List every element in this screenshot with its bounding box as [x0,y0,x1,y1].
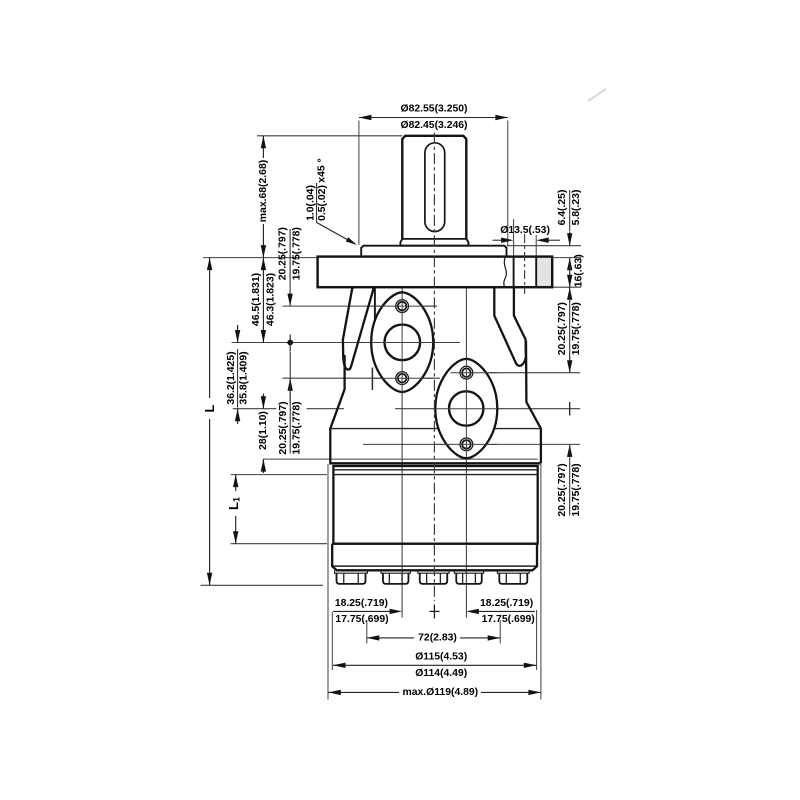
svg-text:19.75(.778): 19.75(.778) [571,302,582,355]
svg-text:0.5(.02): 0.5(.02) [317,185,328,221]
svg-text:1.0(.04): 1.0(.04) [305,185,316,221]
svg-text:17.75(.699): 17.75(.699) [335,614,388,625]
svg-text:19.75(.778): 19.75(.778) [571,463,582,516]
svg-text:19.75(.778): 19.75(.778) [292,227,303,280]
svg-text:Ø13.5(.53): Ø13.5(.53) [500,225,550,236]
svg-text:Ø82.55(3.250): Ø82.55(3.250) [400,104,467,115]
svg-text:Ø114(4.49): Ø114(4.49) [415,668,467,679]
svg-text:x45 °: x45 ° [316,158,327,182]
svg-text:max.Ø119(4.89): max.Ø119(4.89) [402,687,478,698]
svg-text:18.25(.719): 18.25(.719) [335,598,388,609]
svg-text:18.25(.719): 18.25(.719) [480,598,533,609]
svg-text:20.25(.797): 20.25(.797) [557,302,568,355]
svg-text:5.8(.23): 5.8(.23) [571,190,582,226]
svg-text:20.25(.797): 20.25(.797) [278,227,289,280]
svg-text:20.25(.797): 20.25(.797) [557,463,568,516]
svg-text:max.68(2.68): max.68(2.68) [258,160,269,222]
svg-text:46.3(1.823): 46.3(1.823) [265,273,276,326]
svg-text:72(2.83): 72(2.83) [418,632,457,643]
svg-text:35.8(1.409): 35.8(1.409) [239,351,250,404]
svg-text:16(.63): 16(.63) [573,254,584,287]
svg-text:19.75(.778): 19.75(.778) [292,401,303,454]
svg-text:6.4(.25): 6.4(.25) [557,190,568,226]
svg-text:Ø115(4.53): Ø115(4.53) [415,652,467,663]
svg-text:20.25(.797): 20.25(.797) [278,401,289,454]
svg-text:46.5(1.831): 46.5(1.831) [251,273,262,326]
svg-text:28(1.10): 28(1.10) [258,411,269,450]
svg-text:L: L [202,404,217,412]
svg-text:17.75(.699): 17.75(.699) [482,614,535,625]
svg-text:36.2(1.425): 36.2(1.425) [226,351,237,404]
svg-text:Ø82.45(3.246): Ø82.45(3.246) [400,120,467,131]
